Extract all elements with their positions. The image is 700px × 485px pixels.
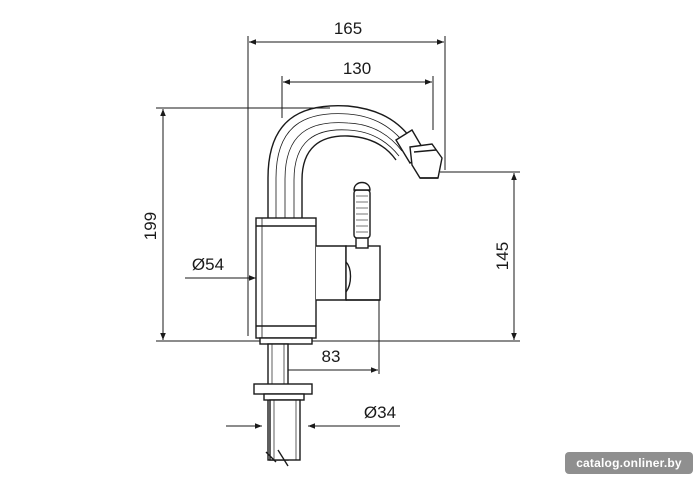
dim-total-height: 199 (141, 212, 160, 240)
mounting-nut (253, 383, 313, 395)
valve-housing (316, 245, 347, 301)
dimension-lines (160, 39, 517, 429)
handle-knurl (356, 195, 368, 233)
dim-spout-reach: 130 (343, 59, 371, 78)
cartridge (345, 245, 381, 301)
dim-outlet-height: 145 (493, 242, 512, 270)
pipe (269, 399, 301, 461)
dim-handle-offset: 83 (322, 347, 341, 366)
spout-inner (301, 135, 397, 218)
dim-body-diameter: Ø54 (192, 255, 224, 274)
dim-overall-width: 165 (334, 19, 362, 38)
handle-cap (353, 181, 371, 191)
watermark-badge: catalog.onliner.by (565, 452, 693, 474)
faucet-body (255, 217, 317, 339)
extension-lines (156, 36, 520, 427)
washer (263, 393, 305, 401)
dim-shank-diameter: Ø34 (364, 403, 396, 422)
aerator (409, 143, 443, 179)
spout-ribs (275, 113, 407, 218)
faucet-outline (253, 104, 443, 467)
spout-outer (267, 104, 413, 218)
base-flange (259, 337, 313, 345)
